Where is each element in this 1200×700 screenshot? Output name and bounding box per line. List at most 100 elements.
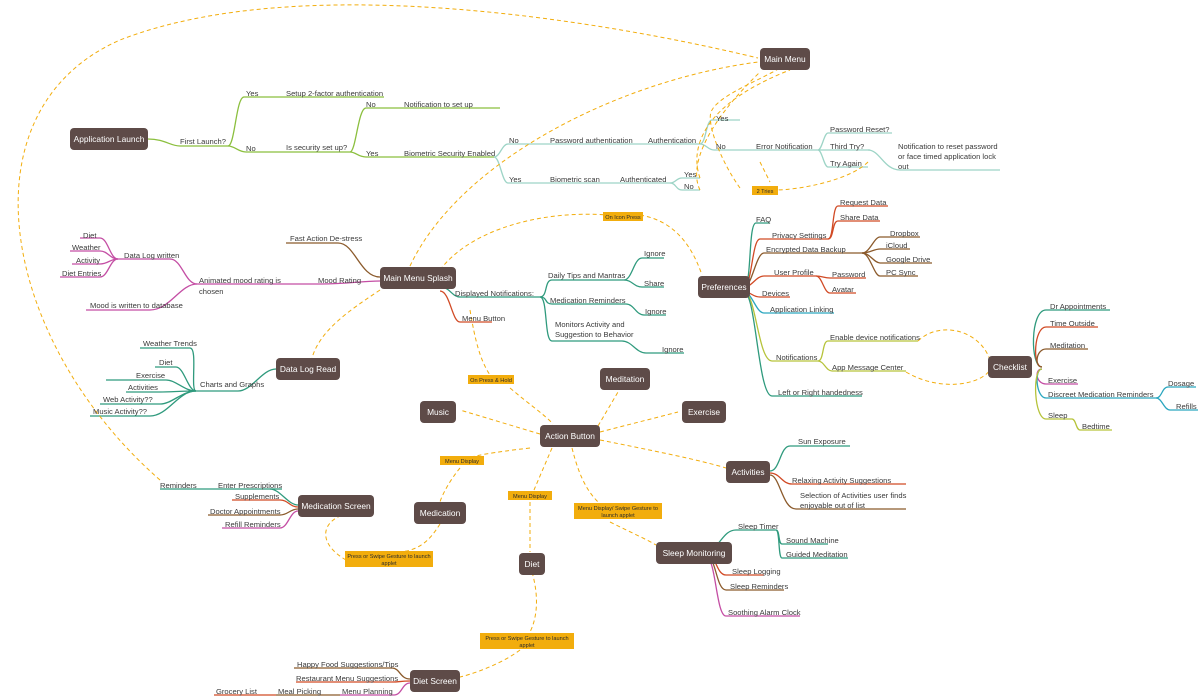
label-ignore: Ignore <box>644 249 666 258</box>
label-notify-reset: Notification to reset password <box>898 142 998 151</box>
label-mood-rating: Mood Rating <box>318 276 361 285</box>
label-supplements: Supplements <box>235 492 280 501</box>
label-try-again: Try Again <box>830 159 862 168</box>
tag-menu-display-1: Menu Display <box>440 456 484 465</box>
label-reminders: Reminders <box>160 481 197 490</box>
label-menu-button: Menu Button <box>462 314 505 323</box>
node-meditation[interactable]: Meditation <box>600 368 650 390</box>
label-authenticated: Authenticated <box>620 175 666 184</box>
node-label: Application Launch <box>74 134 145 144</box>
label-dr-appointments: Dr Appointments <box>1050 302 1106 311</box>
label-sleep: Sleep <box>1048 411 1067 420</box>
label-biometric-enabled: Biometric Security Enabled <box>404 149 495 158</box>
label-meditation: Meditation <box>1050 341 1085 350</box>
label-charts-graphs: Charts and Graphs <box>200 380 264 389</box>
node-action-button[interactable]: Action Button <box>540 425 600 447</box>
label-exercise: Exercise <box>136 371 165 380</box>
node-label: Diet <box>525 559 541 569</box>
svg-text:On Press & Hold: On Press & Hold <box>470 378 512 384</box>
label-icloud: iCloud <box>886 241 908 250</box>
tag-menu-display-2: Menu Display <box>508 491 552 500</box>
node-label: Preferences <box>701 282 746 292</box>
label-med-reminders: Medication Reminders <box>550 296 626 305</box>
node-label: Sleep Monitoring <box>663 548 726 558</box>
label-faq: FAQ <box>756 215 771 224</box>
label-yes: Yes <box>509 175 522 184</box>
node-label: Music <box>427 407 449 417</box>
label-enter-prescriptions: Enter Prescriptions <box>218 481 282 490</box>
node-label: Diet Screen <box>413 676 457 686</box>
label-diet-entries: Diet Entries <box>62 269 101 278</box>
label-yes: Yes <box>366 149 379 158</box>
label-monitors: Suggestion to Behavior <box>555 330 634 339</box>
label-google-drive: Google Drive <box>886 255 930 264</box>
label-happy-food: Happy Food Suggestions/Tips <box>297 660 399 669</box>
node-label: Main Menu Splash <box>383 273 453 283</box>
label-animated-mood: chosen <box>199 287 224 296</box>
node-main-menu[interactable]: Main Menu <box>760 48 810 70</box>
node-activities[interactable]: Activities <box>726 461 770 483</box>
label-music-activity: Music Activity?? <box>93 407 147 416</box>
label-diet: Diet <box>83 231 97 240</box>
label-activities: Activities <box>128 383 158 392</box>
label-sound-machine: Sound Machine <box>786 536 839 545</box>
node-preferences[interactable]: Preferences <box>698 276 750 298</box>
label-dropbox: Dropbox <box>890 229 919 238</box>
label-bedtime: Bedtime <box>1082 422 1110 431</box>
label-soothing-alarm: Soothing Alarm Clock <box>728 608 801 617</box>
node-diet[interactable]: Diet <box>519 553 545 575</box>
tag-on-press-hold: On Press & Hold <box>468 375 514 384</box>
label-web-activity: Web Activity?? <box>103 395 153 404</box>
node-label: Medication <box>420 508 461 518</box>
label-devices: Devices <box>762 289 789 298</box>
label-refills: Refills <box>1176 402 1197 411</box>
label-app-message-center: App Message Center <box>832 363 904 372</box>
node-exercise[interactable]: Exercise <box>682 401 726 423</box>
label-setup-2fa: Setup 2-factor authentication <box>286 89 383 98</box>
label-monitors: Monitors Activity and <box>555 320 625 329</box>
svg-text:On Icon Press: On Icon Press <box>605 215 641 221</box>
node-sleep-monitoring[interactable]: Sleep Monitoring <box>656 542 732 564</box>
label-yes: Yes <box>246 89 259 98</box>
label-grocery-list: Grocery List <box>216 687 258 696</box>
label-time-outside: Time Outside <box>1050 319 1095 328</box>
node-medication[interactable]: Medication <box>414 502 466 524</box>
label-security-setup: Is security set up? <box>286 143 347 152</box>
label-handedness: Left or Right handedness <box>778 388 863 397</box>
label-request-data: Request Data <box>840 198 887 207</box>
label-encrypted-backup: Encrypted Data Backup <box>766 245 846 254</box>
label-password-auth: Password authentication <box>550 136 633 145</box>
label-menu-planning: Menu Planning <box>342 687 393 696</box>
label-refill-reminders: Refill Reminders <box>225 520 281 529</box>
node-label: Exercise <box>688 407 720 417</box>
tag-press-swipe-diet: Press or Swipe Gesture to launch applet <box>480 633 574 649</box>
node-label: Meditation <box>606 374 645 384</box>
node-checklist[interactable]: Checklist <box>988 356 1032 378</box>
node-diet-screen[interactable]: Diet Screen <box>410 670 460 692</box>
node-main-menu-splash[interactable]: Main Menu Splash <box>380 267 456 289</box>
svg-text:Menu Display: Menu Display <box>445 459 479 465</box>
label-no: No <box>684 182 694 191</box>
branch-lines <box>60 96 1198 696</box>
tag-on-icon-press: On Icon Press <box>603 212 643 221</box>
label-sleep-logging: Sleep Logging <box>732 567 781 576</box>
label-third-try: Third Try? <box>830 142 864 151</box>
label-guided-meditation: Guided Meditation <box>786 550 848 559</box>
label-ignore: Ignore <box>645 307 667 316</box>
label-no: No <box>246 144 256 153</box>
label-no: No <box>366 100 376 109</box>
tag-press-swipe-medication: Press or Swipe Gesture to launch applet <box>345 551 433 567</box>
node-medication-screen[interactable]: Medication Screen <box>298 495 374 517</box>
svg-text:Press or Swipe Gesture to laun: Press or Swipe Gesture to launch <box>347 554 430 560</box>
node-application-launch[interactable]: Application Launch <box>70 128 148 150</box>
label-authentication: Authentication <box>648 136 696 145</box>
svg-text:Menu Display: Menu Display <box>513 494 547 500</box>
label-daily-tips: Daily Tips and Mantras <box>548 271 625 280</box>
label-displayed-notifications: Displayed Notifications: <box>455 289 534 298</box>
label-notification-setup: Notification to set up <box>404 100 473 109</box>
label-data-log-written: Data Log written <box>124 251 179 260</box>
node-music[interactable]: Music <box>420 401 456 423</box>
svg-text:Press or Swipe Gesture to laun: Press or Swipe Gesture to launch <box>485 636 568 642</box>
node-data-log-read[interactable]: Data Log Read <box>276 358 340 380</box>
svg-text:Menu Display/ Swipe Gesture to: Menu Display/ Swipe Gesture to <box>578 506 658 512</box>
